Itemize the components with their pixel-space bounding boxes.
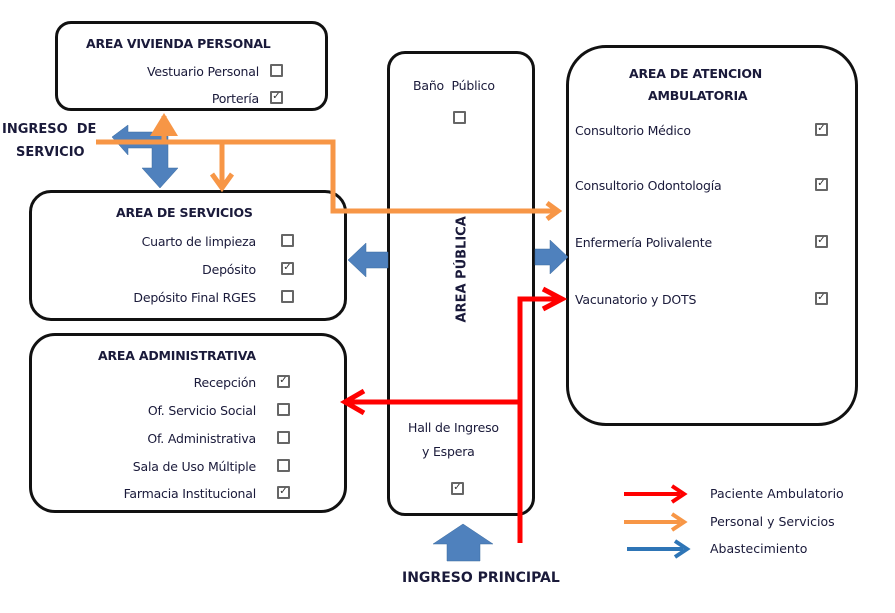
check-mark-icon: ✓ xyxy=(817,123,826,134)
item-label: Vestuario Personal xyxy=(146,64,259,79)
legend-arrowhead-red xyxy=(670,484,688,504)
area-servicios: AREA DE SERVICIOS Cuarto de limpieza Dep… xyxy=(29,190,347,321)
legend-abastecimiento: Abastecimiento xyxy=(710,541,808,556)
patient-arrowhead-ambulatoria xyxy=(541,286,568,312)
legend-personal-servicios: Personal y Servicios xyxy=(710,514,835,529)
legend-arrowhead-blue xyxy=(673,539,691,559)
item-label: Vacunatorio y DOTS xyxy=(575,292,697,307)
hall-label-line2: y Espera xyxy=(422,444,475,459)
item-label: Of. Servicio Social xyxy=(147,403,256,418)
area-administrativa-title: AREA ADMINISTRATIVA xyxy=(98,348,256,363)
area-ambulatoria-title-line2: AMBULATORIA xyxy=(648,88,748,103)
checkbox-farmacia[interactable]: ✓ xyxy=(277,486,290,499)
ingreso-principal-label: INGRESO PRINCIPAL xyxy=(402,570,560,586)
legend-paciente-ambulatorio: Paciente Ambulatorio xyxy=(710,486,844,501)
legend-arrowhead-orange xyxy=(670,512,688,532)
area-vivienda-title: AREA VIVIENDA PERSONAL xyxy=(86,36,271,51)
item-label: Enfermería Polivalente xyxy=(575,235,712,250)
check-mark-icon: ✓ xyxy=(279,486,288,497)
item-label: Consultorio Odontología xyxy=(575,178,722,193)
check-mark-icon: ✓ xyxy=(279,375,288,386)
area-administrativa: AREA ADMINISTRATIVA Recepción ✓ Of. Serv… xyxy=(29,333,347,513)
area-atencion-ambulatoria: AREA DE ATENCION AMBULATORIA Consultorio… xyxy=(566,45,858,426)
item-label: Cuarto de limpieza xyxy=(141,234,257,249)
checkbox-consultorio-odontologia[interactable]: ✓ xyxy=(815,178,828,191)
item-label: Farmacia Institucional xyxy=(123,486,257,501)
check-mark-icon: ✓ xyxy=(283,262,292,273)
area-publica: Baño Público AREA PÚBLICA Hall de Ingres… xyxy=(387,51,535,516)
item-label: Consultorio Médico xyxy=(575,123,691,138)
area-publica-title: AREA PÚBLICA xyxy=(454,216,470,323)
check-mark-icon: ✓ xyxy=(817,235,826,246)
supply-arrow-to-ambulatoria xyxy=(534,239,569,275)
item-label: Depósito xyxy=(202,262,256,277)
hall-label-line1: Hall de Ingreso xyxy=(408,420,499,435)
supply-arrow-ingreso-servicio xyxy=(111,124,179,189)
check-mark-icon: ✓ xyxy=(817,178,826,189)
legend-arrows xyxy=(624,484,691,559)
staff-arrowhead-servicios xyxy=(209,172,235,193)
staff-arrowhead-vivienda xyxy=(150,113,178,136)
checkbox-deposito-final[interactable] xyxy=(281,290,294,303)
patient-arrowhead-administrativa xyxy=(340,388,366,416)
checkbox-recepcion[interactable]: ✓ xyxy=(277,375,290,388)
checkbox-servicio-social[interactable] xyxy=(277,403,290,416)
area-vivienda-personal: AREA VIVIENDA PERSONAL Vestuario Persona… xyxy=(55,21,328,111)
staff-arrowhead-ambulatoria xyxy=(545,200,563,222)
supply-arrow-ingreso-principal xyxy=(432,523,494,562)
ingreso-servicio-label-line2: SERVICIO xyxy=(16,145,85,160)
supply-arrow-to-servicios xyxy=(347,242,389,278)
check-mark-icon: ✓ xyxy=(817,292,826,303)
check-mark-icon: ✓ xyxy=(272,91,281,102)
checkbox-administrativa[interactable] xyxy=(277,431,290,444)
checkbox-bano-publico[interactable] xyxy=(453,111,466,124)
item-label: Sala de Uso Múltiple xyxy=(132,459,256,474)
item-label: Portería xyxy=(211,91,259,106)
checkbox-consultorio-medico[interactable]: ✓ xyxy=(815,123,828,136)
item-label: Of. Administrativa xyxy=(147,431,256,446)
item-label: Depósito Final RGES xyxy=(133,290,256,305)
checkbox-deposito[interactable]: ✓ xyxy=(281,262,294,275)
checkbox-sala-uso-multiple[interactable] xyxy=(277,459,290,472)
check-mark-icon: ✓ xyxy=(453,482,462,493)
bano-publico-label: Baño Público xyxy=(413,78,495,93)
area-servicios-title: AREA DE SERVICIOS xyxy=(116,205,253,220)
checkbox-vestuario-personal[interactable] xyxy=(270,64,283,77)
item-label: Recepción xyxy=(193,375,257,390)
checkbox-porteria[interactable]: ✓ xyxy=(270,91,283,104)
checkbox-hall-ingreso[interactable]: ✓ xyxy=(451,482,464,495)
checkbox-enfermeria[interactable]: ✓ xyxy=(815,235,828,248)
checkbox-vacunatorio[interactable]: ✓ xyxy=(815,292,828,305)
area-ambulatoria-title-line1: AREA DE ATENCION xyxy=(629,66,763,81)
checkbox-cuarto-limpieza[interactable] xyxy=(281,234,294,247)
ingreso-servicio-label-line1: INGRESO DE xyxy=(2,122,97,137)
